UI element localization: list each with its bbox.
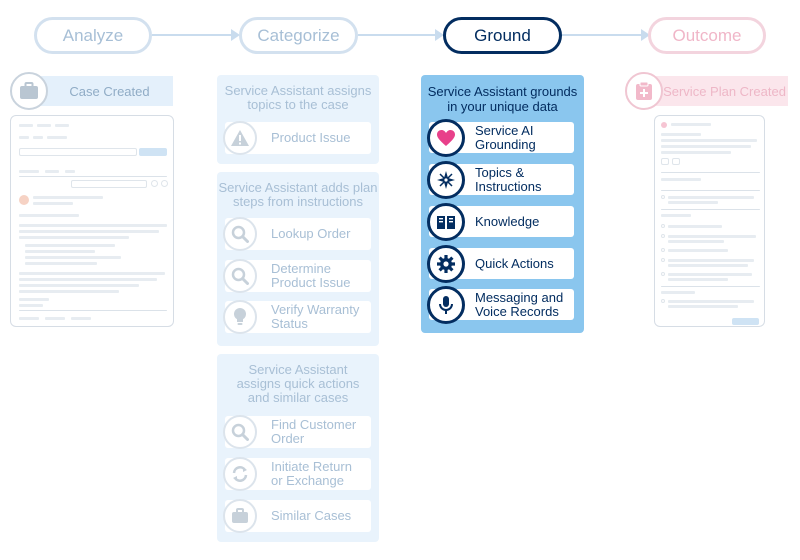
service-plan-header: Service Plan Created bbox=[625, 72, 788, 110]
book-icon bbox=[427, 202, 465, 241]
action-label: Similar Cases bbox=[271, 508, 352, 523]
action-label-line1: Find Customer bbox=[271, 417, 357, 432]
arrow-analyze-to-categorize bbox=[152, 29, 240, 41]
action-initiate-return: Initiate Return or Exchange bbox=[223, 457, 371, 491]
topic-item-product-issue: Product Issue bbox=[223, 121, 371, 155]
arrow-categorize-to-ground bbox=[358, 29, 444, 41]
clipboard-plus-icon bbox=[625, 72, 663, 110]
stage-ground: Ground bbox=[443, 17, 562, 54]
plan-step-label: Lookup Order bbox=[271, 226, 351, 241]
gear-icon bbox=[427, 244, 465, 283]
quick-actions-panel: Service Assistant assigns quick actions … bbox=[217, 354, 379, 542]
action-similar-cases: Similar Cases bbox=[223, 499, 371, 533]
quick-actions-title-line2: assigns quick actions bbox=[236, 376, 360, 391]
microphone-icon bbox=[427, 285, 465, 324]
ground-label-line2: Instructions bbox=[475, 178, 542, 194]
exchange-icon bbox=[223, 457, 257, 491]
topic-label: Product Issue bbox=[271, 130, 351, 145]
ground-label: Quick Actions bbox=[475, 255, 554, 271]
topics-panel-title-line1: Service Assistant assigns bbox=[224, 83, 372, 98]
ground-label-line1: Messaging and bbox=[475, 289, 564, 305]
ground-item-knowledge: Knowledge bbox=[427, 202, 574, 241]
stage-outcome-label: Outcome bbox=[672, 25, 742, 45]
ground-item-quick-actions: Quick Actions bbox=[427, 244, 574, 283]
action-label-line1: Initiate Return bbox=[271, 459, 352, 474]
case-record-mockup bbox=[10, 115, 174, 327]
plan-step-label-line1: Verify Warranty bbox=[271, 302, 360, 317]
service-plan-mockup bbox=[654, 115, 765, 327]
ground-panel: Service Assistant grounds in your unique… bbox=[421, 75, 584, 333]
plan-steps-panel: Service Assistant adds plan steps from i… bbox=[217, 172, 379, 346]
ground-item-topics-instructions: Topics & Instructions bbox=[427, 160, 574, 199]
quick-actions-title-line3: and similar cases bbox=[247, 390, 349, 405]
plan-step-label-line2: Product Issue bbox=[271, 275, 351, 290]
ground-title-line2: in your unique data bbox=[447, 99, 558, 114]
plan-step-determine-product-issue: Determine Product Issue bbox=[223, 259, 371, 293]
plan-steps-title-line2: steps from instructions bbox=[232, 194, 364, 209]
search-icon bbox=[223, 259, 257, 293]
heart-icon bbox=[427, 118, 465, 157]
plan-step-lookup-order: Lookup Order bbox=[223, 217, 371, 251]
compass-icon bbox=[427, 160, 465, 199]
stage-ground-label: Ground bbox=[474, 25, 531, 45]
topics-panel-title-line2: topics to the case bbox=[247, 97, 349, 112]
warning-icon bbox=[223, 121, 257, 155]
ground-label-line1: Topics & bbox=[475, 164, 525, 180]
topics-panel: Service Assistant assigns topics to the … bbox=[217, 75, 379, 164]
ground-label-line1: Service AI bbox=[475, 122, 534, 138]
ground-item-service-ai-grounding: Service AI Grounding bbox=[427, 118, 574, 157]
ground-item-messaging-voice: Messaging and Voice Records bbox=[427, 285, 574, 324]
stage-analyze-label: Analyze bbox=[62, 25, 124, 45]
ground-label-line2: Grounding bbox=[475, 136, 536, 152]
action-label-line2: Order bbox=[271, 431, 305, 446]
service-plan-title: Service Plan Created bbox=[663, 83, 786, 99]
briefcase-icon bbox=[223, 499, 257, 533]
ground-title-line1: Service Assistant grounds bbox=[427, 84, 578, 99]
quick-actions-title-line1: Service Assistant bbox=[248, 362, 348, 377]
plan-steps-title-line1: Service Assistant adds plan bbox=[218, 180, 378, 195]
action-find-customer-order: Find Customer Order bbox=[223, 415, 371, 449]
case-created-header: Case Created bbox=[10, 72, 173, 110]
action-label-line2: or Exchange bbox=[271, 473, 344, 488]
plan-step-verify-warranty: Verify Warranty Status bbox=[223, 300, 371, 334]
search-icon bbox=[223, 217, 257, 251]
stage-categorize-label: Categorize bbox=[257, 25, 340, 45]
arrow-ground-to-outcome bbox=[562, 29, 650, 41]
ground-label: Knowledge bbox=[475, 213, 540, 229]
briefcase-icon bbox=[10, 72, 48, 110]
search-icon bbox=[223, 415, 257, 449]
lightbulb-icon bbox=[223, 300, 257, 334]
ground-label-line2: Voice Records bbox=[475, 303, 559, 319]
stage-categorize: Categorize bbox=[239, 17, 358, 54]
plan-step-label-line2: Status bbox=[271, 316, 308, 331]
stage-outcome: Outcome bbox=[648, 17, 766, 54]
plan-step-label-line1: Determine bbox=[271, 261, 331, 276]
case-created-title: Case Created bbox=[69, 83, 150, 99]
stage-analyze: Analyze bbox=[34, 17, 152, 54]
